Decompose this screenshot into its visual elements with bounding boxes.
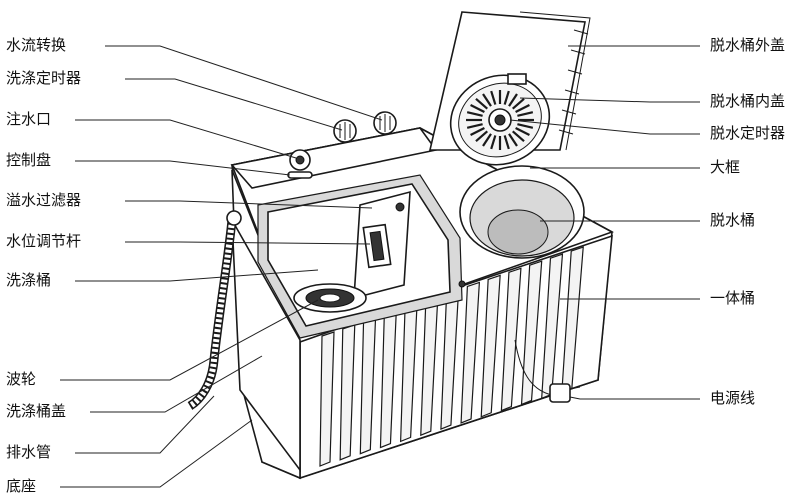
overflow-filter [353, 190, 411, 300]
leader-line [60, 299, 319, 381]
label-wash-timer: 洗涤定时器 [6, 69, 81, 87]
inner-lid-slot [470, 127, 485, 136]
label-water-inlet: 注水口 [6, 110, 51, 128]
power-plug [549, 383, 571, 403]
inner-lid-slot [508, 93, 518, 107]
cabinet-rib [480, 274, 501, 418]
spin-tub-inner-lid[interactable] [438, 62, 562, 179]
lid-slat [567, 69, 583, 75]
inner-lid-slot [470, 104, 485, 113]
cabinet-rib [460, 281, 481, 424]
leader-line [90, 355, 263, 413]
label-base: 底座 [6, 477, 36, 495]
leader-line [60, 419, 253, 488]
inner-lid-slot [475, 130, 488, 143]
label-spin-outer-lid: 脱水桶外盖 [710, 36, 785, 54]
label-wash-tub: 洗涤桶 [6, 271, 51, 289]
power-cord [514, 339, 581, 403]
cabinet-ribs [319, 246, 584, 467]
leader-line [75, 160, 291, 176]
inner-lid-slot [517, 123, 534, 129]
label-overflow-filter: 溢水过滤器 [6, 191, 81, 209]
leader-line [105, 45, 383, 121]
inner-lid-slot [515, 104, 530, 113]
label-water-level-lever: 水位调节杆 [6, 232, 81, 250]
leader-line [519, 97, 700, 103]
label-drain-hose: 排水管 [6, 443, 51, 461]
inner-lid-slot [475, 97, 488, 110]
inner-lid-slot [508, 133, 518, 147]
label-control-panel: 控制盘 [6, 151, 51, 169]
leader-line [125, 200, 373, 209]
lid-slat [573, 29, 589, 35]
label-spin-timer: 脱水定时器 [710, 124, 785, 142]
leader-line [125, 241, 371, 245]
lid-slat [570, 49, 586, 55]
inner-lid-slot [466, 111, 483, 117]
drain-hose [187, 210, 242, 410]
inner-lid-slot [482, 133, 492, 147]
cabinet-rib [319, 331, 335, 467]
inner-lid-slot [517, 111, 534, 117]
cabinet-rib [500, 267, 522, 412]
label-spin-inner-lid: 脱水桶内盖 [710, 92, 785, 110]
label-power-cord: 电源线 [710, 389, 755, 407]
inner-lid-slot [512, 97, 525, 110]
leader-line [75, 269, 319, 282]
lid-slat [564, 89, 580, 95]
inner-lid-slot [503, 135, 510, 150]
wash-tub-lid[interactable] [231, 219, 301, 473]
inner-lid-slot [490, 135, 497, 150]
label-water-flow-switch: 水流转换 [6, 36, 66, 54]
inner-lid-slot [490, 90, 497, 105]
inner-lid-slot [515, 127, 530, 136]
label-spin-tub: 脱水桶 [710, 211, 755, 229]
lid-slat [558, 129, 574, 135]
pulsator [293, 283, 367, 313]
inner-lid-slot [466, 123, 483, 129]
inner-lid-slot [503, 90, 510, 105]
label-cabinet: 一体桶 [710, 289, 755, 307]
leader-line [509, 119, 700, 135]
inner-lid-slot [512, 130, 525, 143]
inner-lid-slot [482, 93, 492, 107]
label-pulsator: 波轮 [6, 370, 36, 388]
cabinet-rib [520, 260, 543, 406]
lid-slat [561, 109, 577, 115]
leader-line [75, 395, 215, 454]
leader-line [75, 119, 297, 159]
leader-line [125, 78, 343, 131]
label-wash-tub-lid: 洗涤桶盖 [6, 402, 66, 420]
label-frame: 大框 [710, 158, 740, 176]
